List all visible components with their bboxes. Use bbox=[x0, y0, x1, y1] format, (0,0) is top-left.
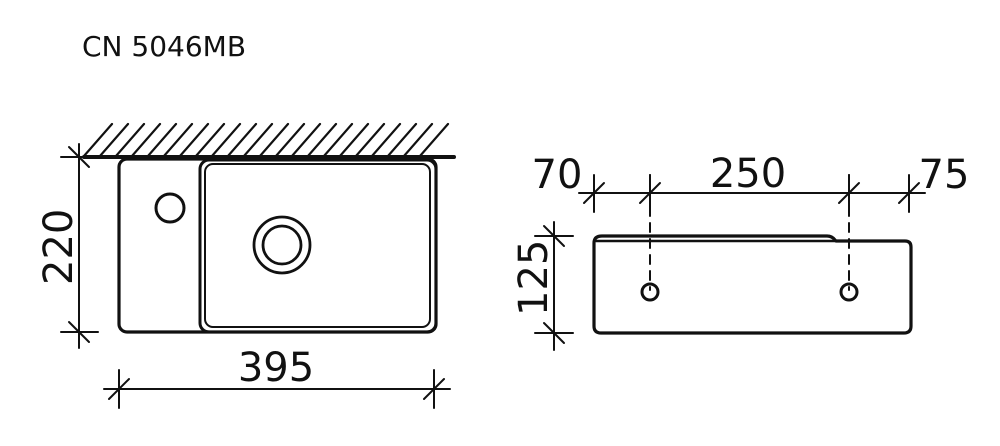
bowl-inner bbox=[204, 163, 431, 328]
fixing-hole-left bbox=[640, 282, 660, 302]
dimension-395 bbox=[103, 369, 451, 409]
dimension-chain-top bbox=[578, 174, 926, 213]
label-75: 75 bbox=[919, 152, 970, 198]
dimension-220 bbox=[60, 143, 99, 349]
label-250: 250 bbox=[710, 151, 786, 197]
side-body-outline bbox=[592, 234, 913, 335]
tap-hole bbox=[154, 192, 186, 224]
wall-hatching bbox=[82, 122, 450, 158]
product-code-title: CN 5046MB bbox=[82, 30, 247, 63]
label-220: 220 bbox=[36, 209, 82, 285]
label-125: 125 bbox=[511, 240, 557, 316]
label-70: 70 bbox=[532, 152, 583, 198]
label-395: 395 bbox=[238, 345, 314, 391]
basin-outline bbox=[117, 157, 438, 334]
drain-inner bbox=[261, 224, 303, 266]
bowl-outer bbox=[198, 158, 438, 334]
dimension-125 bbox=[534, 221, 574, 351]
fixing-hole-right bbox=[839, 282, 859, 302]
drain-outer bbox=[252, 215, 312, 275]
